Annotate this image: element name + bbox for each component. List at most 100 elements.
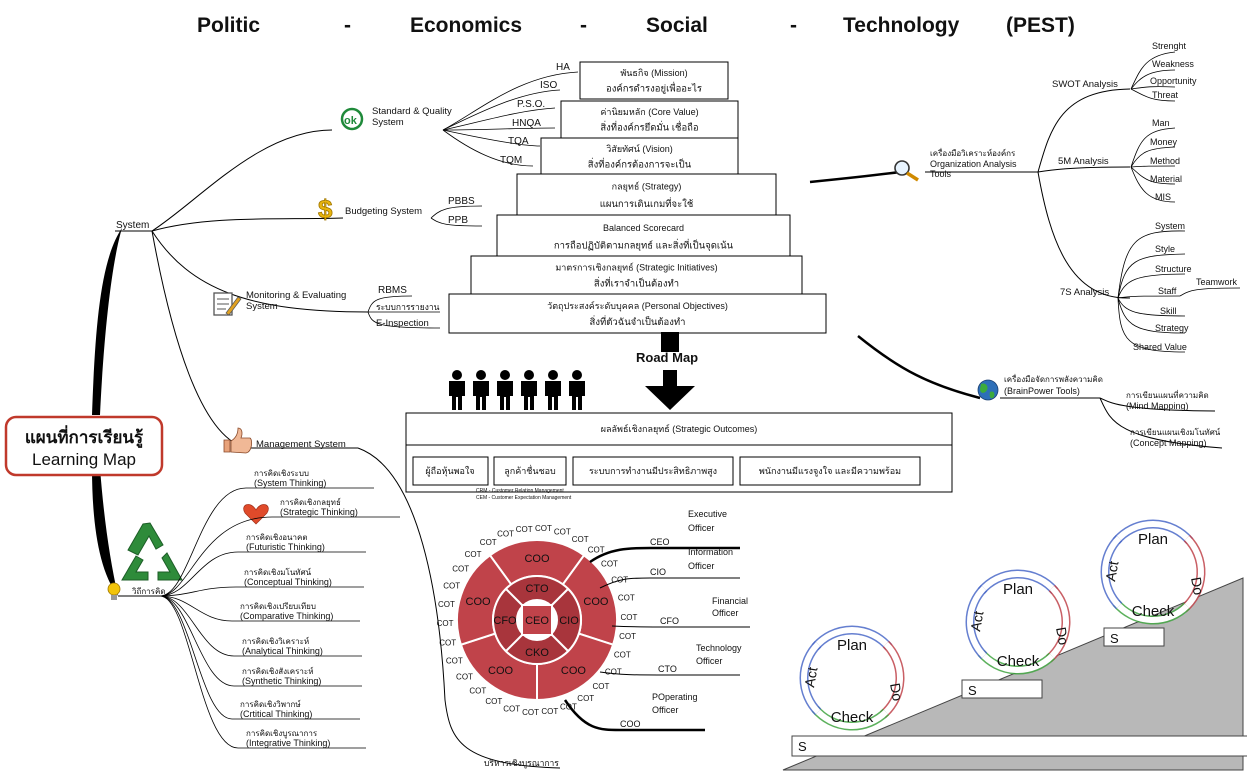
thinking-item-6-thai: การคิดเชิงวิเคราะห์ — [242, 636, 309, 646]
pyramid-level-7-desc: สิ่งที่ตัวฉันจำเป็นต้องทำ — [589, 315, 685, 328]
do-arrow-inner — [1181, 535, 1204, 612]
pyramid-level-2 — [560, 100, 739, 139]
person-icon — [449, 370, 465, 410]
title-economics: Economics — [410, 14, 522, 37]
outcome-box-efficiency — [572, 456, 734, 486]
7s-strategy: Strategy — [1155, 323, 1189, 333]
thinking-item-1-thai: การคิดเชิงระบบ — [254, 469, 309, 478]
cot-label: COT — [456, 673, 473, 682]
budget-lines — [430, 205, 483, 227]
step-label-2: S — [968, 683, 977, 698]
officer-line — [611, 625, 750, 628]
7s-teamwork: Teamwork — [1196, 277, 1238, 287]
thinking-item-5-eng: (Comparative Thinking) — [240, 611, 333, 621]
cot-label: COT — [554, 528, 571, 537]
7s-skill: Skill — [1160, 306, 1177, 316]
magnifier-icon — [894, 160, 919, 182]
pyramid-level-4-desc: แผนการเดินเกมที่จะใช้ — [600, 197, 694, 210]
monitoring-label-1: Monitoring & Evaluating — [246, 290, 346, 301]
item-tqa: TQA — [508, 136, 529, 147]
org-tools-thai: เครื่องมือวิเคราะห์องค์กร — [930, 147, 1016, 158]
left-lines — [115, 129, 561, 769]
outcome-box-customers — [493, 456, 567, 486]
brainpower-thai: เครื่องมือจัดการพลังความคิด — [1004, 373, 1103, 384]
management-system-label: Management System — [256, 439, 346, 450]
pyramid-level-3 — [540, 137, 739, 176]
cot-label: COT — [437, 619, 454, 628]
inner-label-cto: CTO — [525, 583, 548, 595]
item-e-inspection: E-Inspection — [376, 318, 429, 329]
outcome-efficiency: ระบบการทำงานมีประสิทธิภาพสูง — [589, 466, 717, 477]
standard-quality-label-2: System — [372, 117, 404, 128]
road-map-label: Road Map — [636, 350, 698, 365]
standard-quality-lines — [442, 71, 579, 167]
outcome-shareholders: ผู้ถือหุ้นพอใจ — [425, 466, 474, 477]
cot-label: COT — [516, 525, 533, 534]
coo-label: COO — [561, 665, 587, 677]
cot-label: COT — [577, 694, 594, 703]
item-pbbs: PBBS — [448, 196, 475, 207]
officer-title-cfo-1: Financial — [712, 596, 748, 606]
cot-label: COT — [618, 594, 635, 603]
officer-title-cto-1: Technology — [696, 643, 742, 653]
pyramid-level-5-title: Balanced Scorecard — [603, 223, 684, 233]
item-pso: P.S.O. — [517, 99, 545, 110]
strategy-pyramid: พันธกิจ (Mission)องค์กรดำรงอยู่เพื่ออะไร… — [448, 61, 827, 334]
monitoring-label-2: System — [246, 301, 278, 312]
5m-man: Man — [1152, 118, 1170, 128]
check-arrow-inner — [812, 706, 889, 729]
cot-label: COT — [480, 538, 497, 547]
cot-label: COT — [620, 613, 637, 622]
thinking-items: การคิดเชิงระบบ(System Thinking) การคิดเชิ… — [240, 469, 358, 748]
branch-to-thinking — [92, 468, 118, 596]
org-tools-1: Organization Analysis — [930, 159, 1017, 169]
cem-note: CEM - Customer Expectation Management — [476, 495, 572, 501]
officer-code-ceo: CEO — [650, 537, 670, 547]
coo-label: COO — [524, 553, 550, 565]
cot-label: COT — [469, 686, 486, 695]
pyramid-level-2-title: ค่านิยมหลัก (Core Value) — [600, 107, 698, 117]
thinking-item-1-eng: (System Thinking) — [254, 478, 326, 488]
officer-title-coo-2: Officer — [652, 705, 678, 715]
outcome-box-shareholders — [412, 456, 489, 486]
cot-label: COT — [485, 697, 502, 706]
brainpower-eng: (BrainPower Tools) — [1004, 386, 1080, 396]
coo-label: COO — [583, 596, 609, 608]
dollar-icon: $ — [318, 194, 334, 225]
swot-label: SWOT Analysis — [1052, 79, 1118, 90]
plan-label-2: Plan — [1003, 581, 1033, 598]
officer-title-cfo-2: Officer — [712, 608, 738, 618]
down-arrow-icon — [645, 386, 695, 410]
thinking-item-7-thai: การคิดเชิงสังเคราะห์ — [242, 666, 313, 676]
thinking-item-3-thai: การคิดเชิงอนาคต — [246, 533, 308, 542]
cot-label: COT — [446, 656, 463, 665]
officer-title-cio-2: Officer — [688, 561, 714, 571]
pyramid-level-1 — [579, 61, 729, 100]
org-tools-2: Tools — [930, 169, 952, 179]
7s-system: System — [1155, 221, 1185, 231]
plan-arrow-inner — [978, 571, 1058, 594]
recycle-icon — [121, 522, 183, 581]
check-label-1: Check — [831, 709, 874, 726]
step-block-2 — [961, 679, 1043, 699]
officer-title-cio-1: Information — [688, 547, 733, 557]
right-lines — [809, 88, 1223, 449]
step-block-3 — [1103, 627, 1165, 647]
learning-map-center[interactable]: แผนที่การเรียนรู้ Learning Map — [4, 415, 164, 477]
7s-lines — [1117, 230, 1241, 353]
pyramid-level-3-desc: สิ่งที่องค์กรต้องการจะเป็น — [588, 158, 692, 171]
title-politic: Politic — [197, 14, 260, 37]
title-dash-2: - — [580, 14, 587, 37]
pyramid-level-5 — [496, 214, 791, 258]
title-dash-1: - — [344, 14, 351, 37]
act-label-3: Act — [1102, 560, 1121, 583]
thinking-item-8-eng: (Crtitical Thinking) — [240, 709, 312, 719]
cot-label: COT — [588, 546, 605, 555]
do-label-2: Do — [1053, 626, 1072, 647]
act-arrow-inner — [967, 585, 987, 659]
check-arrow-inner — [1113, 600, 1190, 623]
pyramid-level-7 — [448, 293, 827, 334]
pyramid-level-7-title: วัตถุประสงค์ระดับบุคคล (Personal Objecti… — [547, 300, 728, 312]
thumbs-up-icon — [223, 427, 253, 454]
outcome-staff: พนักงานมีแรงจูงใจ และมีความพร้อม — [759, 466, 901, 477]
